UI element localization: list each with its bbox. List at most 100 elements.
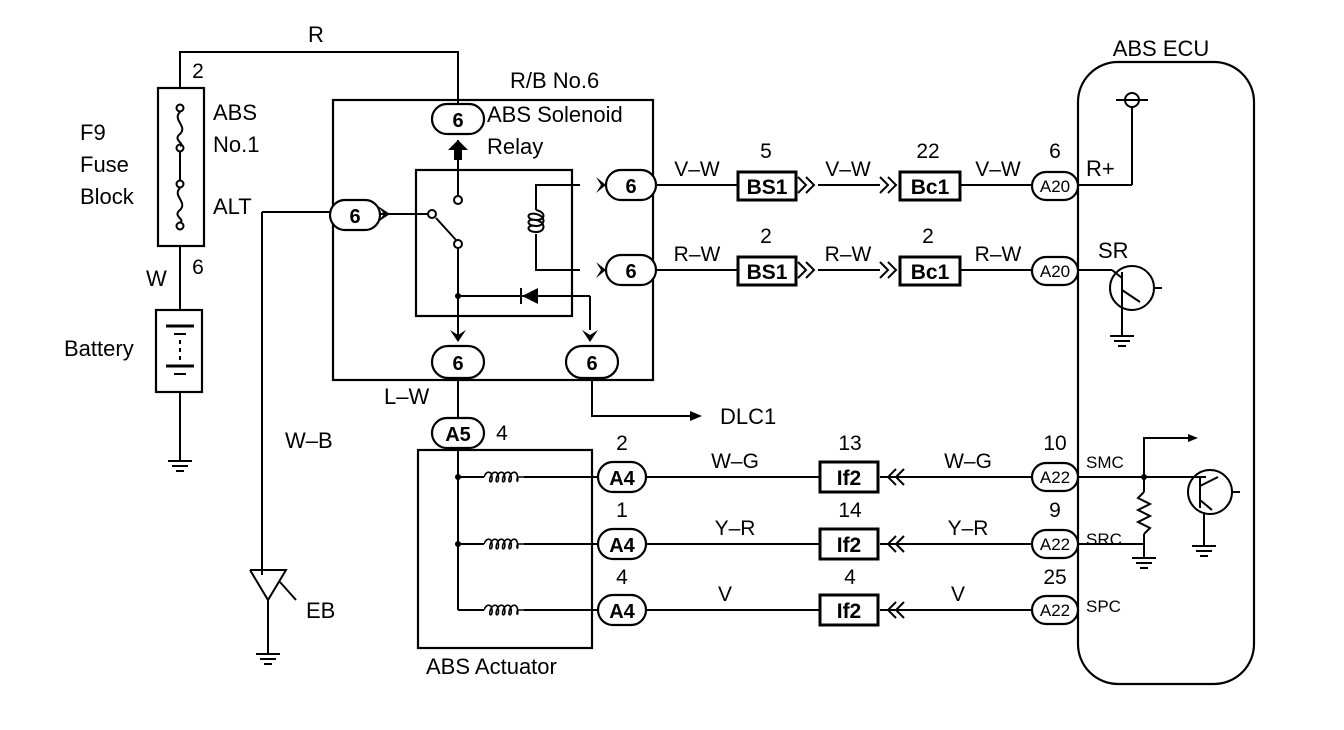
relay-pin-right2: 6	[625, 261, 636, 283]
solenoid-coil-icon	[484, 471, 524, 483]
eb-label: EB	[306, 598, 335, 623]
wire-color: R–W	[975, 243, 1022, 266]
connector-id: If2	[837, 534, 862, 557]
wire-color: V–W	[674, 158, 720, 181]
connector-id: A22	[1040, 535, 1070, 554]
connector-id: BS1	[747, 261, 788, 284]
wire-color: Y–R	[715, 517, 756, 540]
relay-pin-right1: 6	[625, 176, 636, 198]
pin-number: 2	[922, 225, 934, 248]
battery-label: Battery	[64, 336, 134, 361]
pin-number: 4	[616, 566, 628, 589]
relay-pin-top: 6	[452, 110, 463, 132]
terminal-arrow-icon	[378, 206, 390, 222]
dlc1-label: DLC1	[720, 404, 776, 429]
src-label: SRC	[1086, 530, 1122, 549]
abs-solenoid-label: ABS Solenoid	[487, 102, 623, 127]
abs-fuse-label: ABS	[213, 100, 257, 125]
connector-id: BS1	[747, 176, 788, 199]
abs-ecu	[1076, 60, 1256, 686]
f9-label: F9	[80, 120, 106, 145]
upper-row-0: V–W 5 BS1 V–W 22 Bc1 V–W 6 A20	[674, 140, 1080, 202]
wire-color: V–W	[975, 158, 1021, 181]
solenoid-coil-icon	[484, 604, 524, 616]
actuator-label: ABS Actuator	[426, 654, 557, 679]
connector-id: If2	[837, 600, 862, 623]
connector-id: A4	[609, 535, 635, 557]
sr-label: SR	[1098, 238, 1129, 263]
fuse-label: Fuse	[80, 152, 129, 177]
connector-id: Bc1	[911, 176, 950, 199]
arrow-right-icon	[690, 411, 702, 421]
connector-id: If2	[837, 467, 862, 490]
ground-icon	[1131, 552, 1157, 569]
wire-color: R–W	[674, 243, 721, 266]
terminal-arrow-icon	[582, 330, 598, 342]
ground-icon	[1191, 540, 1217, 557]
wire-color: V	[718, 583, 732, 606]
abs-actuator	[416, 440, 600, 650]
wire-r-label: R	[308, 22, 324, 47]
relay-connectors: 6 6 6 6 6 6	[328, 102, 658, 380]
connector-id: A4	[609, 468, 635, 490]
wire-color: Y–R	[948, 517, 989, 540]
connector-id: Bc1	[911, 261, 950, 284]
connector-id: A20	[1040, 177, 1070, 196]
wire-wb-label: W–B	[285, 428, 333, 453]
lower-row-1: 1 A4 Y–R 14 If2 Y–R 9 A22	[596, 499, 1080, 561]
pin-number: 13	[838, 432, 861, 455]
fuse-pin-top: 2	[192, 60, 204, 83]
terminal-arrow-icon	[448, 140, 468, 160]
wires	[179, 51, 1206, 648]
terminal-arrow-icon	[596, 262, 606, 278]
wire-color: R–W	[825, 243, 872, 266]
pin-number: 1	[616, 499, 628, 522]
ground-icon	[167, 455, 193, 472]
wire-w-label: W	[146, 266, 167, 291]
a5-label: A5	[445, 424, 471, 446]
no1-label: No.1	[213, 132, 259, 157]
relay-pin-left: 6	[349, 206, 360, 228]
connector-id: A22	[1040, 601, 1070, 620]
ground-icon	[1109, 330, 1135, 347]
wire-lw-label: L–W	[384, 384, 429, 409]
pin-number: 6	[1049, 140, 1061, 163]
fuse-pin-bottom: 6	[192, 256, 204, 279]
relay-pin-bottom1: 6	[452, 353, 463, 375]
relay-pin-bottom2: 6	[586, 353, 597, 375]
pin-number: 22	[916, 140, 939, 163]
ecu-label: ABS ECU	[1113, 36, 1210, 61]
rb-label: R/B No.6	[510, 68, 599, 93]
terminal-arrow-icon	[596, 177, 606, 193]
connector-id: A20	[1040, 262, 1070, 281]
connector-id: A4	[609, 601, 635, 623]
relay-label: Relay	[487, 134, 543, 159]
block-label: Block	[80, 184, 135, 209]
a5-connector: A5	[430, 416, 486, 450]
static-labels: R 2 F9 Fuse Block ABS No.1 ALT W 6 Batte…	[64, 22, 1209, 679]
lower-row-0: 2 A4 W–G 13 If2 W–G 10 A22	[596, 432, 1080, 494]
spc-label: SPC	[1086, 597, 1121, 616]
alt-label: ALT	[213, 194, 252, 219]
pin-number: 14	[838, 499, 862, 522]
pin-number: 4	[844, 566, 856, 589]
battery-symbol	[154, 308, 204, 394]
solenoid-coil-icon	[484, 538, 524, 550]
rplus-label: R+	[1086, 156, 1115, 181]
pin-number: 10	[1043, 432, 1066, 455]
pin-number: 5	[760, 140, 772, 163]
smc-label: SMC	[1086, 453, 1124, 472]
ground-icon	[255, 648, 281, 665]
f9-fuse-block	[156, 86, 206, 248]
wire-color: V–W	[825, 158, 871, 181]
wire-color: V	[951, 583, 965, 606]
pin-number: 2	[760, 225, 772, 248]
pin-number: 9	[1049, 499, 1061, 522]
upper-row-1: R–W 2 BS1 R–W 2 Bc1 R–W A20	[674, 225, 1080, 287]
relay-block	[331, 98, 655, 382]
eb-ground-point	[249, 569, 297, 602]
pin-number: 25	[1043, 566, 1066, 589]
terminal-arrow-icon	[450, 330, 466, 342]
lower-row-2: 4 A4 V 4 If2 V 25 A22	[596, 566, 1080, 627]
